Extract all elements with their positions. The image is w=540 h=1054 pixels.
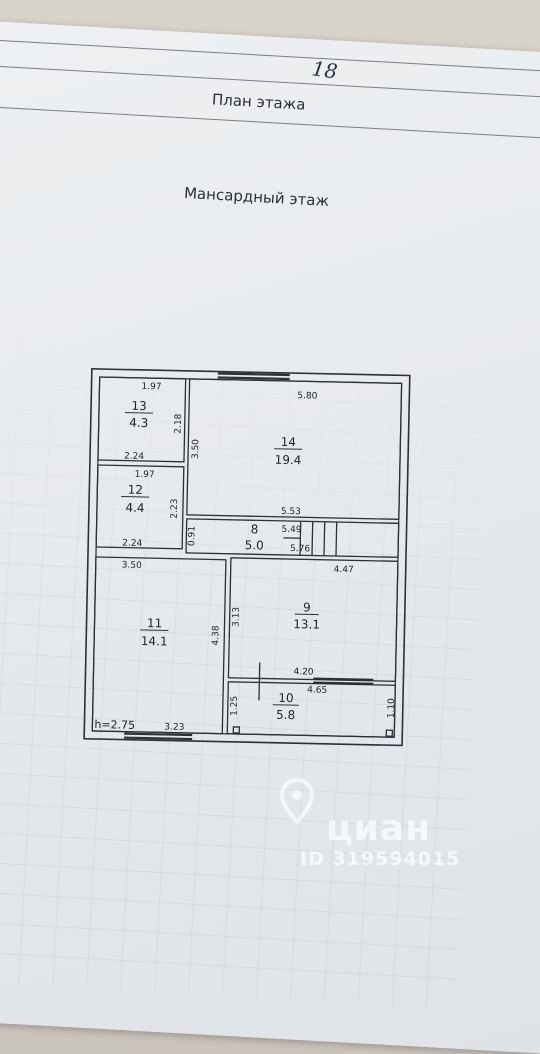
room-8-number: 8 [251, 522, 259, 536]
watermark-brand: циан [326, 808, 431, 849]
room-11-number: 11 [147, 616, 163, 630]
room-12-area: 4.4 [125, 501, 144, 515]
vent-mark [386, 730, 392, 736]
dim-11-side: 4.38 [211, 625, 221, 646]
dim-14-side: 3.50 [191, 439, 201, 460]
dim-12-side: 2.23 [170, 499, 180, 519]
room-13-area: 4.3 [129, 416, 148, 430]
vent-mark [233, 727, 239, 733]
room-12-number: 12 [128, 483, 144, 497]
dim-13-top: 1.97 [141, 382, 161, 392]
stair-step [312, 522, 313, 556]
room-8-area: 5.0 [245, 538, 264, 552]
dim-13-side: 2.18 [174, 413, 184, 434]
watermark-listing-id: ID 319594015 [300, 848, 460, 870]
stair-step [336, 522, 337, 556]
floor-plan: 13 4.3 14 19.4 12 4.4 8 5.0 11 14.1 9 13… [0, 0, 540, 960]
room-10-area: 5.8 [276, 708, 295, 722]
dim-10-side: 1.25 [230, 696, 240, 716]
room-9-area: 13.1 [293, 617, 320, 632]
location-pin-icon [280, 778, 314, 824]
dim-10-top: 4.65 [307, 685, 327, 695]
room-14-area: 19.4 [274, 453, 301, 468]
partition-line [259, 662, 260, 700]
windows [124, 372, 380, 743]
room-11-area: 14.1 [141, 634, 168, 649]
dim-9-top: 4.47 [334, 565, 354, 575]
dim-11-top: 3.50 [122, 561, 143, 571]
dim-8-stair-a: 5.49 [281, 525, 302, 535]
dim-12-bottom: 2.24 [122, 539, 143, 549]
dim-9-bottom: 4.20 [293, 667, 314, 677]
stair-step [324, 522, 325, 556]
dim-12-top: 1.97 [135, 470, 155, 480]
room-10-number: 10 [278, 691, 294, 705]
dim-8-side: 0.91 [187, 526, 197, 546]
room-14-number: 14 [281, 435, 297, 449]
dim-14-bottom: 5.53 [281, 507, 301, 517]
dim-9-side: 3.13 [231, 607, 241, 627]
dim-10-right: 1.10 [387, 698, 397, 719]
dim-11-bottom: 3.23 [164, 722, 184, 732]
room-13-number: 13 [131, 399, 147, 413]
ceiling-height: h=2.75 [94, 718, 135, 732]
dim-14-top: 5.80 [297, 391, 318, 401]
dim-13-bottom: 2.24 [124, 452, 145, 462]
room-9-number: 9 [303, 600, 311, 614]
dim-8-stair-b: 5.76 [290, 544, 311, 554]
